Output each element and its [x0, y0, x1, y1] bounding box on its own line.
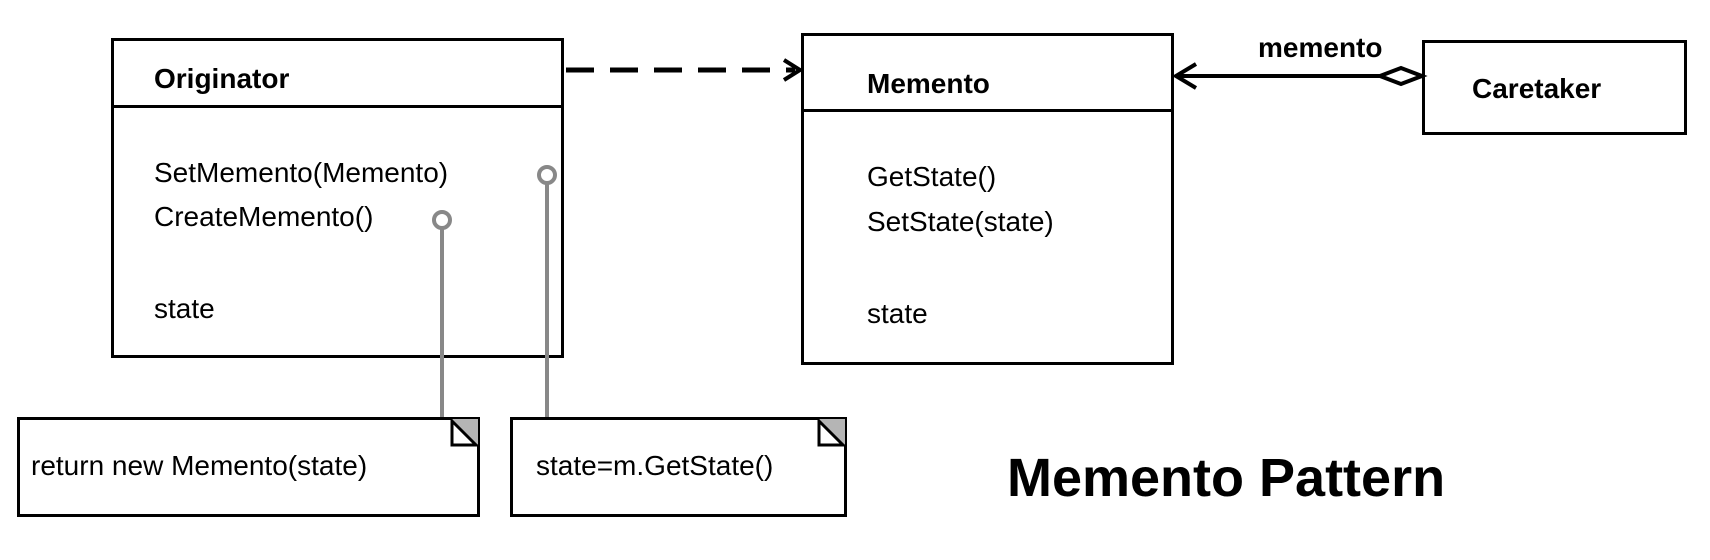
aggregation-diamond: [1374, 65, 1428, 87]
memento-method-set-state: SetState(state): [867, 206, 1054, 237]
originator-divider: [114, 105, 561, 108]
caretaker-class: Caretaker: [1422, 40, 1687, 135]
set-memento-anchor: [537, 165, 557, 185]
memento-method-get-state: GetState(): [867, 161, 997, 192]
association-arrowhead: [1172, 62, 1198, 90]
association-label-memento: memento: [1258, 32, 1383, 63]
memento-class-name: Memento: [867, 68, 990, 99]
originator-class: Originator SetMemento(Memento) CreateMem…: [111, 38, 564, 358]
note-create-corner-icon: [450, 417, 480, 447]
note-create-memento-text: return new Memento(state): [31, 450, 368, 481]
dependency-arrowhead: [782, 58, 804, 82]
memento-attribute-state: state: [867, 298, 928, 329]
originator-method-set-memento: SetMemento(Memento): [154, 157, 449, 188]
note-set-memento-text: state=m.GetState(): [536, 450, 774, 481]
create-memento-anchor: [432, 210, 452, 230]
note-set-memento: state=m.GetState(): [510, 417, 847, 517]
originator-class-name: Originator: [154, 63, 290, 94]
originator-attribute-state: state: [154, 293, 215, 324]
caretaker-class-name: Caretaker: [1472, 73, 1602, 104]
diagram-title: Memento Pattern: [1007, 448, 1446, 508]
memento-divider: [804, 109, 1171, 112]
note-set-corner-icon: [817, 417, 847, 447]
memento-class: Memento GetState() SetState(state) state: [801, 33, 1174, 365]
originator-method-create-memento: CreateMemento(): [154, 201, 374, 232]
note-create-memento: return new Memento(state): [17, 417, 480, 517]
